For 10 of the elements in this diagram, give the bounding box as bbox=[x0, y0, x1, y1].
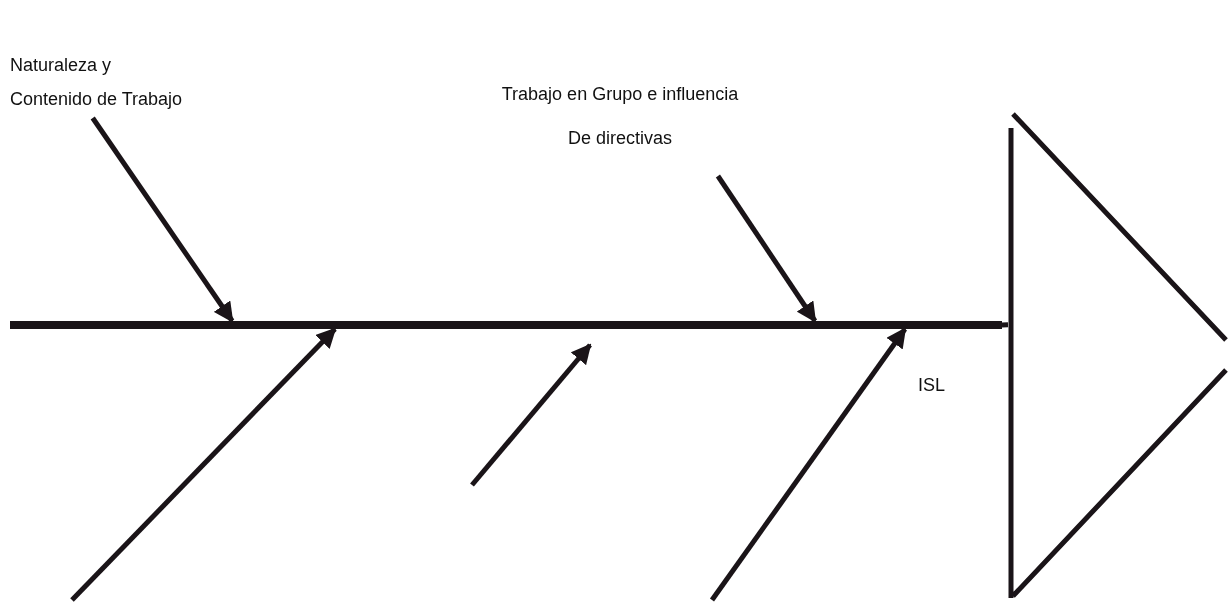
fishbone-spine bbox=[10, 321, 1002, 329]
cause-label: Naturaleza y Contenido de Trabajo bbox=[10, 48, 198, 118]
connector-line bbox=[1001, 322, 1009, 328]
arrow bbox=[70, 327, 337, 602]
arrow bbox=[715, 174, 818, 323]
cause-label: Trabajo en Grupo e influencia De directivas bbox=[500, 72, 740, 176]
effect-label: ISL bbox=[918, 374, 946, 397]
arrow bbox=[709, 327, 907, 602]
arrow bbox=[470, 343, 592, 487]
arrow bbox=[90, 116, 235, 323]
